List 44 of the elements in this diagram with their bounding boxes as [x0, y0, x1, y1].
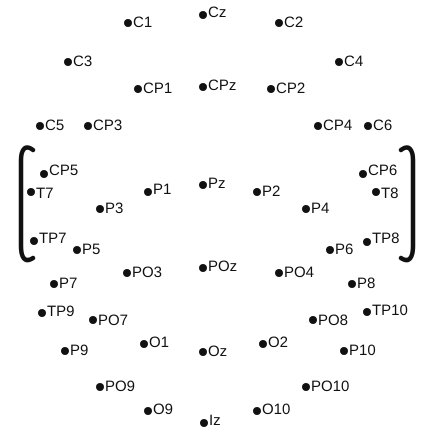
electrode-label: C6 — [373, 118, 392, 134]
electrode-label: C4 — [344, 54, 364, 70]
electrode-label: P4 — [311, 201, 330, 217]
electrode-label: CP6 — [368, 163, 398, 179]
electrode-label: Iz — [209, 413, 221, 429]
electrode-label: PO4 — [284, 265, 314, 281]
electrode-label: P5 — [82, 242, 100, 258]
electrode-label: TP7 — [39, 231, 67, 247]
electrode-label: C5 — [45, 118, 64, 134]
electrode-label: PO3 — [132, 265, 162, 281]
electrode-label: O2 — [268, 335, 288, 351]
electrode-label: PO9 — [105, 379, 136, 395]
electrode-label: C3 — [73, 54, 92, 70]
electrode-label: CP3 — [93, 118, 122, 134]
electrode-label: C1 — [133, 15, 152, 31]
electrode-label: O1 — [149, 335, 170, 351]
electrode-label: P6 — [335, 242, 354, 258]
electrode-label: CP1 — [143, 81, 172, 97]
electrode-label: TP8 — [372, 231, 400, 247]
electrode-label: Pz — [208, 176, 226, 192]
electrode-label: CPz — [208, 78, 236, 94]
electrode-label: TP10 — [372, 303, 408, 319]
electrode-label: P2 — [262, 184, 280, 200]
electrode-label: POz — [208, 259, 238, 275]
electrode-label: CP5 — [49, 163, 78, 179]
electrode-label: Cz — [208, 5, 226, 21]
electrode-label: PO10 — [311, 379, 350, 395]
electrode-label: Oz — [208, 344, 228, 360]
electrode-label: P8 — [357, 276, 376, 292]
electrode-label: P10 — [349, 343, 376, 359]
electrode-label: PO7 — [98, 313, 128, 329]
electrode-label: O9 — [153, 402, 174, 418]
electrode-label: CP2 — [276, 81, 306, 97]
electrode-label: TP9 — [47, 304, 75, 320]
electrode-label: P3 — [105, 201, 124, 217]
electrode-label: T7 — [36, 186, 54, 202]
electrode-label: O10 — [262, 402, 290, 418]
electrode-label: CP4 — [323, 118, 352, 134]
electrode-label: P9 — [70, 343, 88, 359]
electrode-label: PO8 — [318, 313, 348, 329]
electrode-label: P1 — [153, 182, 172, 198]
electrode-label: T8 — [381, 186, 399, 202]
electrode-label: P7 — [59, 276, 78, 292]
electrode-label: C2 — [284, 15, 304, 31]
